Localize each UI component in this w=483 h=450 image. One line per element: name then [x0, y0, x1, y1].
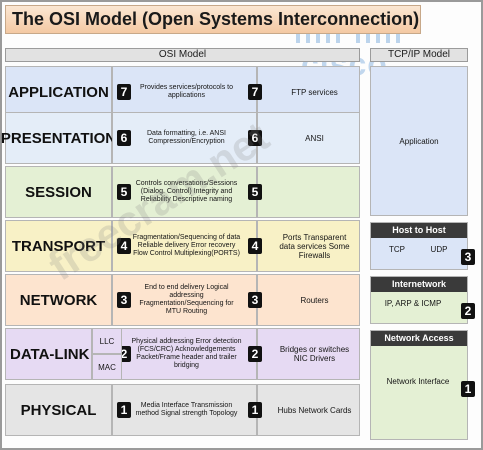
layer-description: Physical addressing Error detection (FCS…: [112, 328, 257, 380]
tcpip-application-label: Application: [399, 137, 439, 146]
layer-name: SESSION: [5, 166, 112, 218]
internetwork-protocols: IP, ARP & ICMP: [384, 299, 442, 308]
layer-protocols: Hubs Network Cards: [257, 384, 360, 436]
layer-protocols: [257, 166, 360, 218]
layer-number-badge: 3: [248, 292, 262, 308]
osi-model-header: OSI Model: [5, 48, 360, 62]
host-to-host-title: Host to Host: [371, 223, 467, 238]
layer-number-badge: 7: [117, 84, 131, 100]
tcpip-network-access-layer: Network Access Network Interface 1: [370, 330, 475, 440]
network-interface-label: Network Interface: [386, 377, 450, 386]
layer-description: Data formatting, i.e. ANSI Compression/E…: [112, 112, 257, 164]
layer-description: Media Interface Transmission method Sign…: [112, 384, 257, 436]
layer-number-badge: 5: [117, 184, 131, 200]
tcpip-model-header: TCP/IP Model: [370, 48, 468, 62]
layer-protocols: Ports Transparent data services Some Fir…: [257, 220, 360, 272]
internetwork-number-badge: 2: [461, 303, 475, 319]
layer-description: Controls conversations/Sessions (Dialog.…: [112, 166, 257, 218]
layer-name: NETWORK: [5, 274, 112, 326]
network-access-number-badge: 1: [461, 381, 475, 397]
layer-protocols: ANSI: [257, 112, 360, 164]
layer-name: PHYSICAL: [5, 384, 112, 436]
sublayer-mac: MAC: [92, 354, 122, 380]
layer-number-badge: 3: [117, 292, 131, 308]
tcpip-application-layer: Application: [370, 66, 468, 216]
layer-name: APPLICATION: [5, 66, 112, 118]
tcpip-host-to-host-layer: Host to Host TCP UDP 3: [370, 222, 475, 270]
sublayer-llc: LLC: [92, 328, 122, 354]
layer-name: TRANSPORT: [5, 220, 112, 272]
layer-number-badge: 1: [117, 402, 131, 418]
layer-protocols: FTP services: [257, 66, 360, 118]
layer-number-badge: 6: [248, 130, 262, 146]
internetwork-title: Internetwork: [371, 277, 467, 292]
layer-name: PRESENTATION: [1, 112, 116, 164]
host-to-host-number-badge: 3: [461, 249, 475, 265]
layer-protocols: Routers: [257, 274, 360, 326]
network-access-title: Network Access: [371, 331, 467, 346]
layer-number-badge: 6: [117, 130, 131, 146]
layer-description: End to end delivery Logical addressing F…: [112, 274, 257, 326]
layer-number-badge: 5: [248, 184, 262, 200]
udp-label: UDP: [430, 245, 448, 254]
layer-description: Provides services/protocols to applicati…: [112, 66, 257, 118]
layer-number-badge: 4: [248, 238, 262, 254]
layer-number-badge: 1: [248, 402, 262, 418]
layer-number-badge: 4: [117, 238, 131, 254]
layer-number-badge: 7: [248, 84, 262, 100]
layer-description: Fragmentation/Sequencing of data Reliabl…: [112, 220, 257, 272]
layer-number-badge: 2: [248, 346, 262, 362]
tcp-label: TCP: [389, 245, 405, 254]
osi-layer-row: DATA-LINK Physical addressing Error detec…: [5, 328, 360, 380]
tcpip-internetwork-layer: Internetwork IP, ARP & ICMP 2: [370, 276, 475, 324]
layer-protocols: Bridges or switches NIC Drivers: [257, 328, 360, 380]
page-title: The OSI Model (Open Systems Interconnect…: [5, 5, 421, 34]
layer-name: DATA-LINK: [5, 328, 92, 380]
